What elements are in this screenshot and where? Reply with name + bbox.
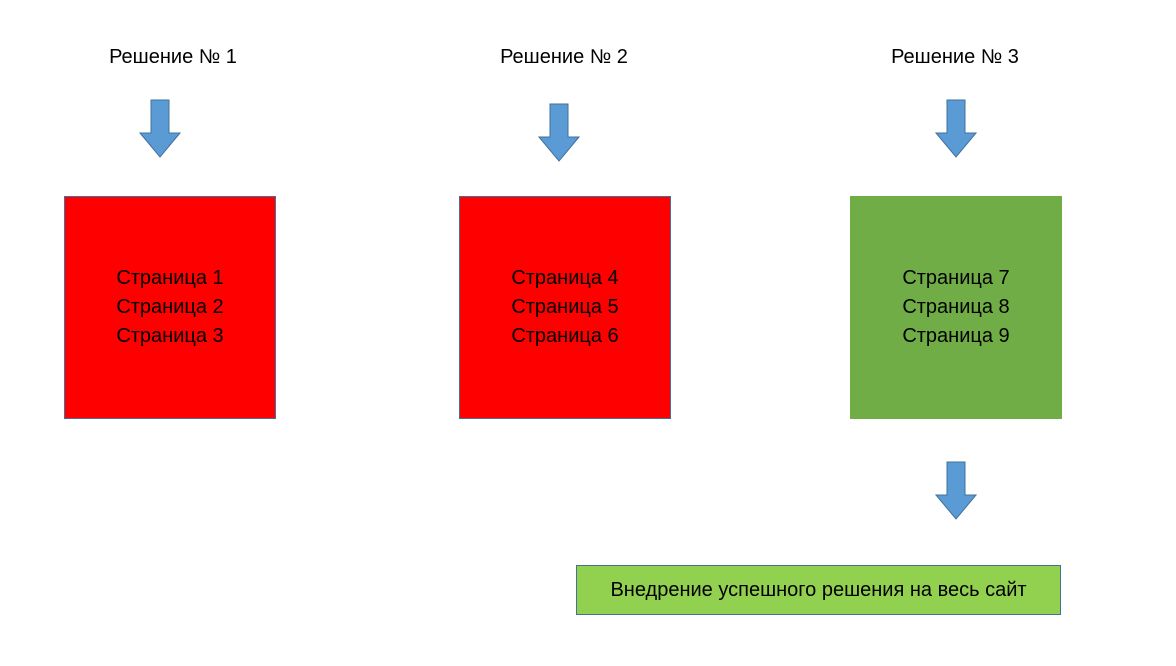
page-item: Страница 2 [116, 296, 224, 318]
down-arrow-icon [935, 461, 977, 520]
final-rollout-box: Внедрение успешного решения на весь сайт [576, 565, 1061, 615]
page-item: Страница 5 [511, 296, 619, 318]
solution-3-pages-box: Страница 7 Страница 8 Страница 9 [850, 196, 1062, 419]
page-item: Страница 1 [116, 267, 224, 289]
down-arrow-icon [935, 99, 977, 158]
final-rollout-label: Внедрение успешного решения на весь сайт [610, 578, 1027, 601]
page-item: Страница 8 [902, 296, 1010, 318]
solution-2-title: Решение № 2 [500, 46, 628, 68]
page-item: Страница 4 [511, 267, 619, 289]
page-item: Страница 3 [116, 325, 224, 347]
down-arrow-icon [139, 99, 181, 158]
solution-2-pages-box: Страница 4 Страница 5 Страница 6 [459, 196, 671, 419]
solution-1-pages-box: Страница 1 Страница 2 Страница 3 [64, 196, 276, 419]
solution-3-title: Решение № 3 [891, 46, 1019, 68]
page-item: Страница 9 [902, 325, 1010, 347]
page-item: Страница 6 [511, 325, 619, 347]
down-arrow-icon [538, 103, 580, 162]
page-item: Страница 7 [902, 267, 1010, 289]
solution-1-title: Решение № 1 [109, 46, 237, 68]
